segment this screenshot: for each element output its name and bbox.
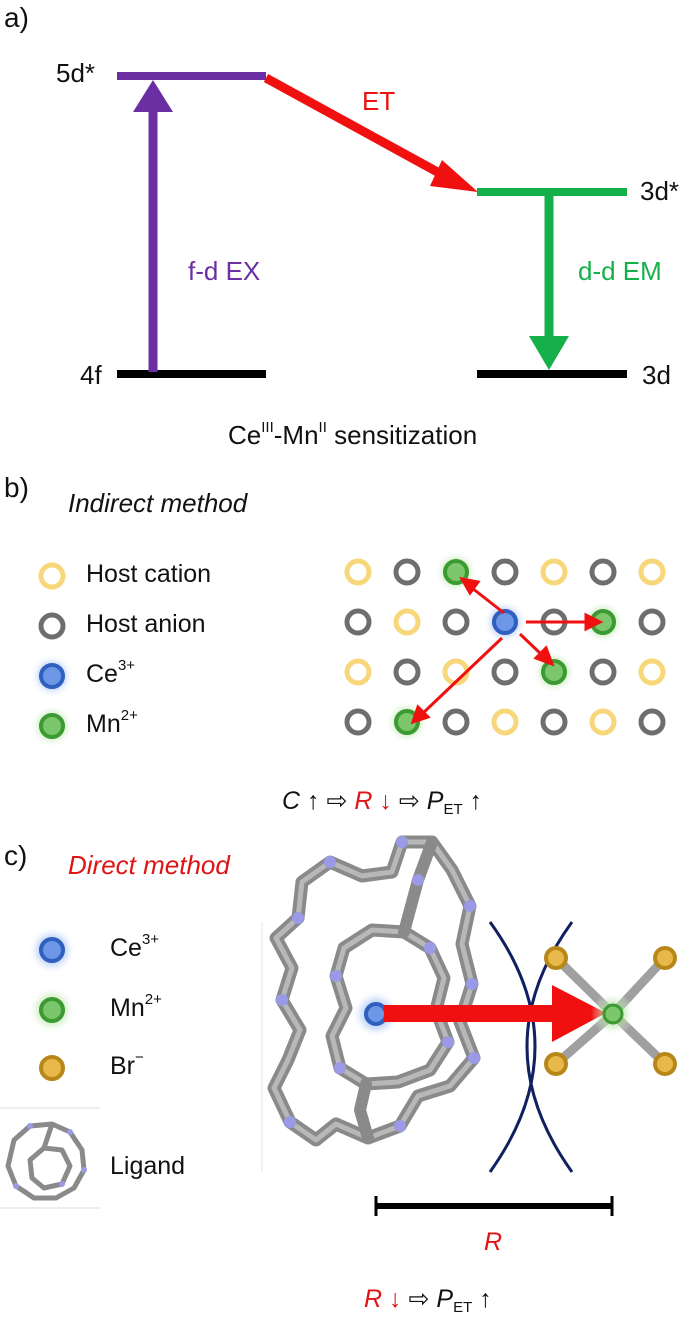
legend-c-br-label: Br− — [110, 1049, 144, 1080]
legend-host-cation-marker — [38, 562, 66, 590]
lattice-site-cation — [638, 658, 666, 686]
legend-c-ce-label: Ce3+ — [110, 931, 160, 962]
direct-transfer-arrow — [384, 985, 606, 1042]
level-4f-label: 4f — [80, 360, 102, 390]
emission-arrow — [529, 194, 569, 370]
legend-ce-marker — [39, 663, 65, 689]
lattice-site-cation — [589, 708, 617, 736]
lattice-site-anion — [344, 608, 372, 636]
distance-bar — [374, 1196, 614, 1216]
indirect-formula: C ↑ ⇨ R ↓ ⇨ PET ↑ — [282, 787, 483, 818]
lattice-site-anion — [638, 608, 666, 636]
panel-c-label: c) — [4, 840, 28, 871]
panel-a-label: a) — [4, 2, 29, 33]
legend-ligand-icon — [5, 1121, 87, 1201]
mn-ion — [602, 1003, 624, 1025]
lattice-site-ce — [492, 609, 518, 635]
energy-transfer-arrow — [263, 74, 478, 192]
lattice-site-anion — [491, 558, 519, 586]
legend-c-mn-marker — [39, 997, 65, 1023]
lattice-site-anion — [540, 708, 568, 736]
legend-ce-label: Ce3+ — [86, 657, 136, 688]
direct-formula: R ↓ ⇨ PET ↑ — [364, 1285, 492, 1316]
lattice-site-mn — [541, 659, 567, 685]
excitation-arrow — [133, 80, 173, 372]
indirect-method-title: Indirect method — [68, 488, 248, 518]
lattice-site-cation — [638, 558, 666, 586]
transfer-label: ET — [362, 86, 396, 116]
ce-ion — [364, 1002, 388, 1026]
lattice-transfer-arrows — [410, 576, 604, 725]
lattice-site-cation — [393, 608, 421, 636]
lattice-site-cation — [540, 558, 568, 586]
legend-mn-marker — [39, 713, 65, 739]
level-3d-star-label: 3d* — [640, 176, 680, 206]
legend-host-cation-label: Host cation — [86, 560, 212, 588]
level-3d-label: 3d — [642, 360, 671, 390]
lattice-site-cation — [491, 708, 519, 736]
lattice-site-cation — [344, 558, 372, 586]
excitation-label: f-d EX — [188, 256, 261, 286]
lattice-site-cation — [344, 658, 372, 686]
emission-label: d-d EM — [578, 256, 662, 286]
host-lattice — [344, 550, 666, 744]
lattice-site-anion — [393, 658, 421, 686]
lattice-site-anion — [393, 558, 421, 586]
legend-host-anion-marker — [38, 612, 66, 640]
level-5d-star-label: 5d* — [56, 58, 96, 88]
lattice-site-anion — [442, 608, 470, 636]
legend-c-ce-marker — [39, 937, 65, 963]
panel-b-label: b) — [4, 472, 29, 503]
direct-method-title: Direct method — [68, 850, 230, 880]
panel-a-caption: CeIII-MnII sensitization — [228, 419, 478, 450]
lattice-site-anion — [344, 708, 372, 736]
lattice-site-mn — [394, 709, 420, 735]
mnbr4-complex — [544, 946, 677, 1076]
legend-c-mn-label: Mn2+ — [110, 991, 162, 1022]
legend-mn-label: Mn2+ — [86, 707, 138, 738]
lattice-site-anion — [638, 708, 666, 736]
distance-label: R — [484, 1228, 503, 1256]
lattice-site-anion — [589, 658, 617, 686]
legend-c-ligand-label: Ligand — [110, 1152, 186, 1180]
lattice-site-anion — [442, 708, 470, 736]
lattice-site-anion — [589, 558, 617, 586]
ligand-cage — [267, 835, 481, 1147]
lattice-site-anion — [491, 658, 519, 686]
legend-host-anion-label: Host anion — [86, 610, 206, 638]
legend-c-br-marker — [39, 1055, 65, 1081]
